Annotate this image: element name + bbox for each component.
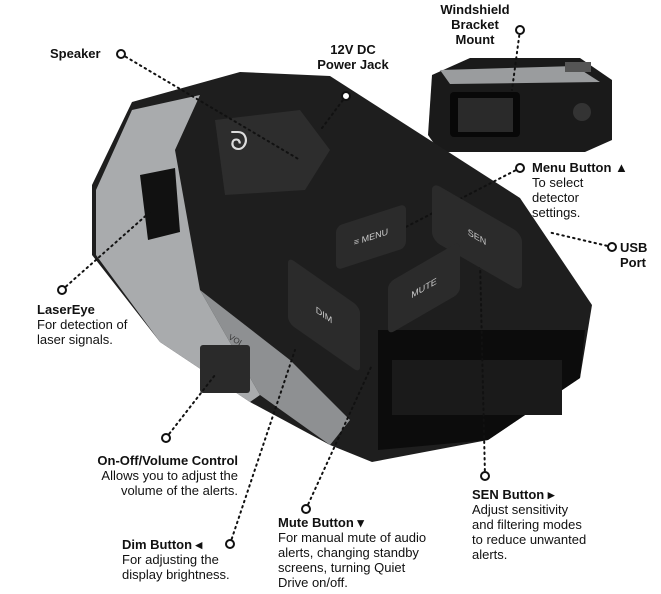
callouts-menu-desc-line2: detector <box>532 190 579 205</box>
callouts-menu-desc-line1: To select <box>532 175 584 190</box>
callout-speaker: Speaker <box>50 46 101 61</box>
callouts-usb-title-line1: USB <box>620 240 648 255</box>
callouts-lasereye-title: LaserEye <box>37 302 95 317</box>
callouts-mute-title: Mute Button ▾ <box>278 515 364 530</box>
speaker-grille <box>215 110 330 195</box>
callouts-mute-desc-line2: alerts, changing standby <box>278 545 419 560</box>
callouts-volume-title: On-Off/Volume Control <box>97 453 238 468</box>
logo-icon: ᘐ <box>230 127 248 157</box>
callouts-sen-desc-line2: and filtering modes <box>472 517 582 532</box>
callouts-volume-desc-line1: Allows you to adjust the <box>101 468 238 483</box>
callouts-menu-desc-line3: settings. <box>532 205 581 220</box>
callouts-sen-desc-line1: Adjust sensitivity <box>472 502 569 517</box>
callouts-bracket-title-line2: Bracket <box>451 17 499 32</box>
usb-port-icon <box>573 103 591 121</box>
callouts-volume-desc-line2: volume of the alerts. <box>120 483 238 498</box>
callouts-lasereye-desc-line1: For detection of <box>37 317 128 332</box>
side-panel <box>96 95 260 402</box>
callouts-mute-desc-line4: Drive on/off. <box>278 575 348 590</box>
callouts-sen-title: SEN Button ▸ <box>472 487 555 502</box>
volume-control[interactable] <box>200 345 250 393</box>
callout-dots <box>57 25 617 549</box>
callouts-bracket-title-line3: Mount <box>455 32 495 47</box>
callouts-usb-title-line2: Port <box>620 255 646 270</box>
menu-button-label: ≡ MENU <box>353 226 389 248</box>
callouts-sen-desc-line4: alerts. <box>472 547 508 562</box>
callouts-power-title-line2: Power Jack <box>317 57 389 72</box>
callouts-lasereye-desc-line2: laser signals. <box>37 332 113 347</box>
dim-button-label: DIM <box>315 304 333 326</box>
mute-button-label: MUTE <box>411 275 437 301</box>
callouts-mute-desc-line1: For manual mute of audio <box>278 530 427 545</box>
inset-device <box>428 58 612 152</box>
lasereye-sensor <box>140 168 180 240</box>
callouts-sen-desc-line3: to reduce unwanted <box>472 532 587 547</box>
callouts-dim-desc-line2: display brightness. <box>122 567 230 582</box>
callouts-dim-title: Dim Button ◂ <box>122 537 203 552</box>
callouts-bracket-title-line1: Windshield <box>440 2 510 17</box>
sen-button-label: SEN <box>467 226 487 248</box>
callouts-mute-desc-line3: screens, turning Quiet <box>278 560 406 575</box>
callouts-power-title-line1: 12V DC <box>330 42 376 57</box>
callouts-menu-title: Menu Button ▲ <box>532 160 628 175</box>
callouts-dim-desc-line1: For adjusting the <box>122 552 219 567</box>
callouts-speaker-title: Speaker <box>50 46 101 61</box>
